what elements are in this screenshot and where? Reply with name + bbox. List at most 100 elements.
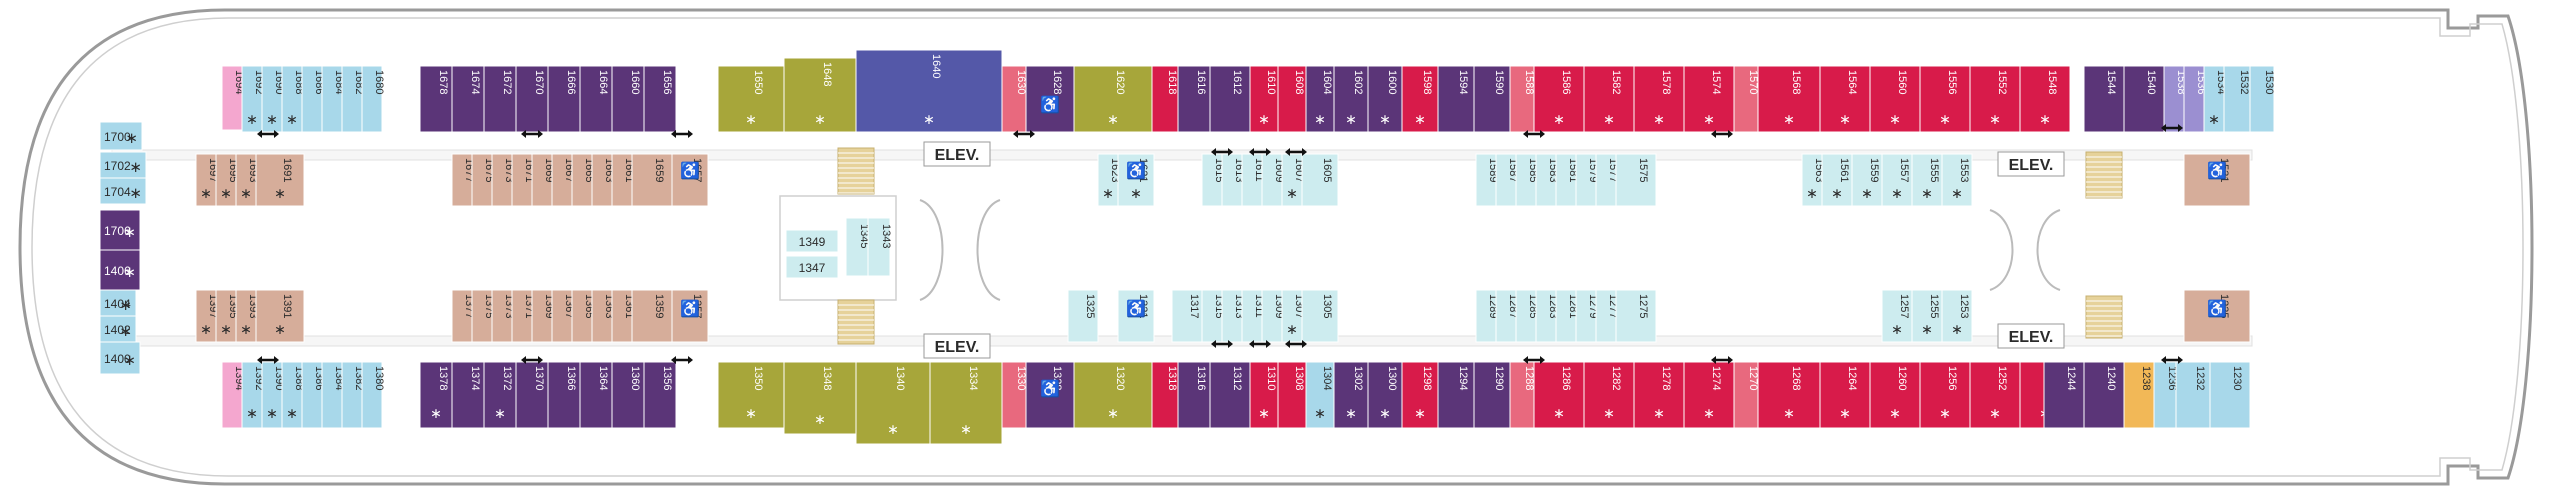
cabin-1600: 1600∗	[1367, 65, 1403, 133]
cabin-block	[611, 361, 645, 429]
cabin-number: 1678	[437, 70, 449, 94]
cabin-number: 1236	[2166, 366, 2178, 390]
sofa-bed-icon: ∗	[246, 405, 258, 421]
cabin-1583: 1583	[1535, 153, 1559, 207]
cabin-number: 1300	[1386, 366, 1398, 390]
cabin-1657: 1657♿	[671, 153, 709, 207]
cabin-block	[361, 65, 383, 133]
cabin-1312: 1312	[1209, 361, 1251, 429]
cabin-1618: 1618	[1151, 65, 1179, 133]
cabin-number: 1548	[2046, 70, 2058, 94]
cabin-block	[1881, 289, 1913, 343]
cabin-number: 1602	[1352, 70, 1364, 94]
cabin-number: 1312	[1231, 366, 1243, 390]
cabin-1602: 1602∗	[1333, 65, 1369, 133]
connector-arrow-left	[2161, 356, 2166, 364]
cabin-block	[1367, 65, 1403, 133]
cabin-1257: 1257∗	[1881, 289, 1913, 343]
cabin-number: 1370	[533, 366, 545, 390]
cabin-block	[2083, 361, 2125, 429]
cabin-block	[1305, 361, 1335, 429]
sofa-bed-icon: ∗	[1107, 405, 1119, 421]
cabin-block	[1437, 65, 1475, 133]
cabin-block	[1911, 153, 1943, 207]
cabin-block	[1473, 361, 1511, 429]
cabin-block	[483, 361, 517, 429]
cabin-block	[99, 341, 141, 375]
sofa-bed-icon: ∗	[266, 405, 278, 421]
elevator-label: ELEV.	[2009, 157, 2054, 174]
cabin-block	[867, 217, 891, 277]
cabin-block	[1819, 361, 1871, 429]
cabin-1532: 1532	[2223, 65, 2251, 133]
connector-arrow-right	[1540, 356, 1545, 364]
cabin-1604: 1604∗	[1305, 65, 1335, 133]
cabin-number: 1659	[653, 158, 665, 182]
cabin-number: 1650	[752, 70, 764, 94]
cabin-number: 1574	[1710, 70, 1722, 94]
cabin-block	[1117, 289, 1155, 343]
cabin-number: 1582	[1610, 70, 1622, 94]
cabin-number: 1628	[1051, 70, 1063, 94]
cabin-block	[1301, 289, 1339, 343]
cabin-1656: 1656	[643, 65, 677, 133]
cabin-1659: 1659	[631, 153, 673, 207]
cabin-1316: 1316	[1177, 361, 1211, 429]
cabin-block	[2123, 65, 2165, 133]
cabin-block	[1001, 65, 1027, 133]
cabin-block	[1305, 65, 1335, 133]
cabin-block	[1151, 65, 1179, 133]
cabin-1630: 1630	[1001, 65, 1027, 133]
sofa-bed-icon: ∗	[1889, 405, 1901, 421]
connector-arrow-right	[1228, 148, 1233, 156]
cabin-block	[1177, 65, 1211, 133]
cabin-block	[1025, 361, 1075, 429]
cabin-number: 1288	[1523, 366, 1535, 390]
accessible-icon: ♿	[2207, 299, 2227, 318]
cabin-1270: 1270	[1733, 361, 1759, 429]
cabin-block	[1401, 361, 1439, 429]
cabin-number: 1578	[1660, 70, 1672, 94]
connecting-door-icon	[521, 356, 543, 364]
sofa-bed-icon: ∗	[814, 411, 826, 427]
cabin-1325: 1325	[1067, 289, 1099, 343]
cabin-number: 1672	[501, 70, 513, 94]
cabin-1598: 1598∗	[1401, 65, 1439, 133]
connecting-door-icon	[257, 356, 279, 364]
connector-arrow-right	[538, 130, 543, 138]
sofa-bed-icon: ∗	[1939, 405, 1951, 421]
cabin-1666: 1666	[547, 65, 581, 133]
cabin-block	[1733, 65, 1759, 133]
cabin-number: 1561	[1838, 158, 1850, 182]
cabin-number: 1620	[1114, 70, 1126, 94]
cabin-1356: 1356	[643, 361, 677, 429]
cabin-block	[1851, 153, 1883, 207]
cabin-block	[1437, 361, 1475, 429]
cabin-1317: 1317	[1171, 289, 1203, 343]
cabin-number: 1640	[930, 54, 942, 78]
cabin-block	[611, 65, 645, 133]
cabin-number: 1540	[2145, 70, 2157, 94]
cabin-1310: 1310∗	[1249, 361, 1279, 429]
sofa-bed-icon: ∗	[1653, 111, 1665, 127]
cabin-number: 1704	[104, 185, 131, 199]
cabin-1561: 1561∗	[1821, 153, 1853, 207]
connecting-door-icon	[1285, 340, 1307, 348]
sofa-bed-icon: ∗	[200, 185, 212, 201]
cabin-number: 1612	[1231, 70, 1243, 94]
connector-arrow-right	[2178, 356, 2183, 364]
cabin-number: 1274	[1710, 366, 1722, 390]
cabin-1275: 1275	[1615, 289, 1657, 343]
cabin-number: 1308	[1293, 366, 1305, 390]
cabin-1531: 1531♿	[2183, 153, 2251, 207]
cabin-number: 1657	[691, 158, 703, 182]
cabin-number: 1240	[2105, 366, 2117, 390]
cabin-number: 1270	[1747, 366, 1759, 390]
sofa-bed-icon: ∗	[1921, 321, 1933, 337]
cabin-number: 1616	[1195, 70, 1207, 94]
connector-arrow-right	[1266, 148, 1271, 156]
cabin-block	[1919, 361, 1971, 429]
stairs	[837, 299, 875, 345]
sofa-bed-icon: ∗	[123, 264, 136, 281]
cabin-number: 1702	[104, 159, 131, 173]
